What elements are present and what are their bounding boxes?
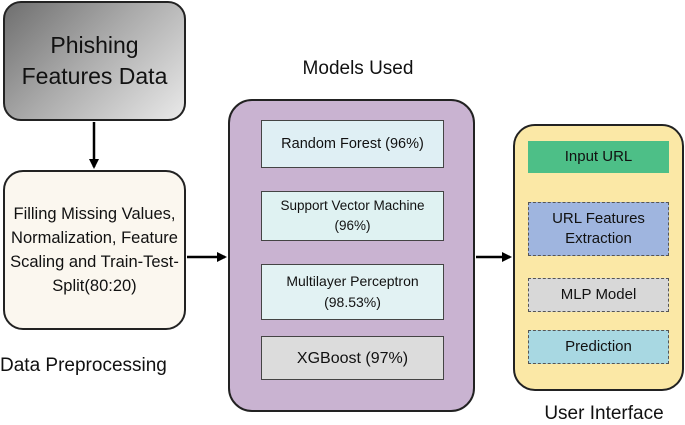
model-random-forest: Random Forest (96%) [261,120,444,168]
models-used-title: Models Used [302,58,414,79]
model-xgboost-label: XGBoost (97%) [296,349,409,367]
input-url-label: Input URL [564,148,633,165]
mlp-model-label: MLP Model [560,286,637,303]
prediction-step: Prediction [528,330,669,364]
model-mlp-label: Multilayer Perceptron (98.53%) [286,273,419,310]
model-xgboost: XGBoost (97%) [261,336,444,380]
url-features-extraction-label: URL Features Extraction [552,210,645,247]
model-svm-label: Support Vector Machine (96%) [280,198,425,233]
model-random-forest-label: Random Forest (96%) [281,135,424,152]
url-features-extraction-step: URL Features Extraction [528,202,669,256]
prediction-label: Prediction [565,338,632,355]
phishing-features-data-label: Phishing Features Data [21,32,168,89]
phishing-features-data-box: Phishing Features Data [3,1,186,121]
data-preprocessing-label: Data Preprocessing [0,355,167,376]
user-interface-label: User Interface [544,403,664,424]
input-url-step: Input URL [528,141,669,173]
model-support-vector-machine: Support Vector Machine (96%) [261,191,444,241]
preprocessing-steps-box: Filling Missing Values, Normalization, F… [3,170,186,330]
model-multilayer-perceptron: Multilayer Perceptron (98.53%) [261,264,444,320]
mlp-model-step: MLP Model [528,278,669,312]
preprocessing-steps-text: Filling Missing Values, Normalization, F… [10,205,179,295]
